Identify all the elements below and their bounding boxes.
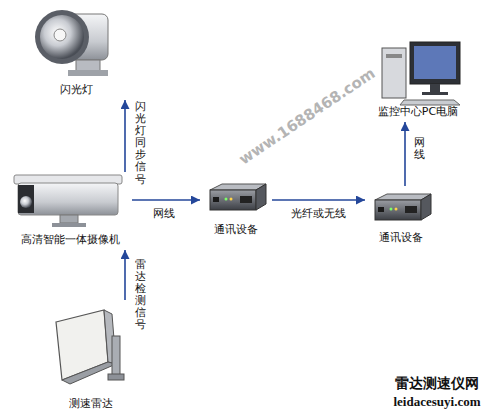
node-label: 测速雷达 — [69, 396, 113, 411]
node-label: 高清智能一体摄像机 — [21, 232, 120, 247]
signal-arrow — [404, 122, 406, 186]
radar-node: 测速雷达 — [50, 300, 132, 414]
node-label: 闪光灯 — [60, 82, 93, 97]
edge-label: 网线 — [152, 205, 176, 222]
watermark: www.1688468.com — [236, 70, 370, 169]
signal-arrow — [124, 250, 126, 300]
camera-illustration — [8, 172, 132, 234]
device-illustration — [200, 176, 272, 224]
signal-arrow — [124, 100, 126, 172]
lamp-illustration — [20, 2, 132, 84]
node-label: 通讯设备 — [379, 230, 423, 245]
edge-label: 闪光灯同步信号 — [134, 100, 147, 187]
pc-node: 监控中心PC电脑 — [362, 40, 474, 122]
edge-label: 光纤或无线 — [290, 205, 347, 222]
device-node: 通讯设备 — [365, 186, 437, 248]
lamp-node: 闪光灯 — [20, 2, 132, 100]
site-url: leidacesuyi.com — [378, 394, 496, 410]
site-name: 雷达测速仪网 — [378, 375, 496, 393]
radar-illustration — [50, 300, 132, 398]
edge-label: 网线 — [413, 136, 426, 162]
pc-illustration — [362, 40, 474, 106]
signal-arrow — [132, 199, 200, 201]
node-label: 监控中心PC电脑 — [378, 104, 458, 119]
signal-arrow — [272, 199, 365, 201]
camera-node: 高清智能一体摄像机 — [8, 172, 132, 250]
device-illustration — [365, 186, 437, 232]
node-label: 通讯设备 — [214, 222, 258, 237]
device-node: 通讯设备 — [200, 176, 272, 240]
edge-label: 雷达检测信号 — [134, 258, 147, 333]
